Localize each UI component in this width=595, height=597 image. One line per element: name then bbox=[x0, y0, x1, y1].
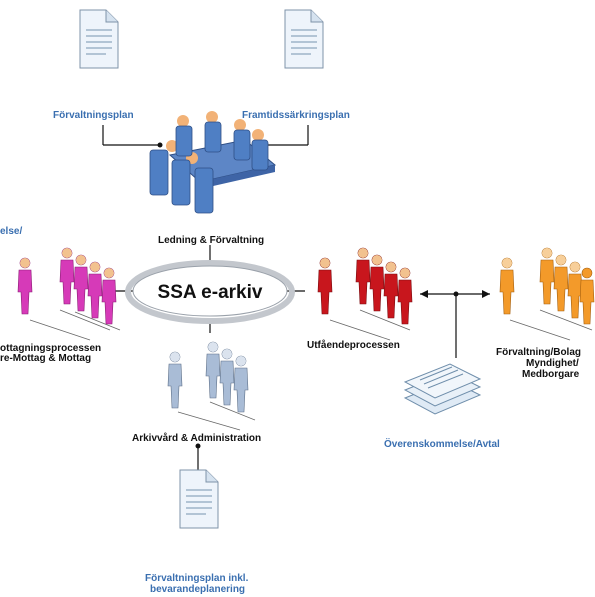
label-incoming-line2: re-Mottag & Mottag bbox=[0, 353, 92, 364]
label-incoming-line1: ottagningsprocessen bbox=[0, 343, 102, 354]
agreement-documents-icon bbox=[403, 363, 482, 415]
outgoing-base-lines bbox=[329, 309, 411, 341]
outgoing-people-group bbox=[317, 247, 413, 325]
label-forvaltningsplan: Förvaltningsplan bbox=[53, 110, 134, 121]
center-ellipse bbox=[125, 260, 295, 324]
document-icon-bevarandeplan bbox=[179, 469, 219, 529]
label-external-line3: Medborgare bbox=[522, 369, 580, 380]
document-icon-forvaltningsplan bbox=[79, 9, 119, 69]
arrowhead-left bbox=[420, 290, 428, 298]
external-base-lines bbox=[509, 309, 593, 341]
label-incoming-top: else/ bbox=[0, 226, 23, 237]
label-utfaendeprocessen: Utfåendeprocessen bbox=[307, 340, 400, 351]
archive-base-lines bbox=[177, 401, 256, 431]
archive-people-group bbox=[167, 341, 249, 413]
management-meeting-group bbox=[149, 111, 277, 214]
label-arkivvard-administration: Arkivvård & Administration bbox=[132, 433, 262, 444]
center-label: SSA e-arkiv bbox=[158, 282, 263, 303]
arrowhead-right bbox=[482, 290, 490, 298]
label-bevarande-line1: Förvaltningsplan inkl. bbox=[145, 573, 249, 584]
document-icon-framtidsplan bbox=[284, 9, 324, 69]
label-overenskommelse-avtal: Överenskommelse/Avtal bbox=[384, 439, 500, 450]
label-ledning-forvaltning: Ledning & Förvaltning bbox=[158, 235, 265, 246]
incoming-base-lines bbox=[29, 309, 121, 341]
label-bevarande-line2: bevarandeplanering bbox=[150, 584, 246, 595]
label-framtidssarkringsplan: Framtidssärkringsplan bbox=[242, 110, 350, 121]
label-external-line1: Förvaltning/Bolag bbox=[496, 347, 581, 358]
label-external-line2: Myndighet/ bbox=[526, 358, 579, 369]
